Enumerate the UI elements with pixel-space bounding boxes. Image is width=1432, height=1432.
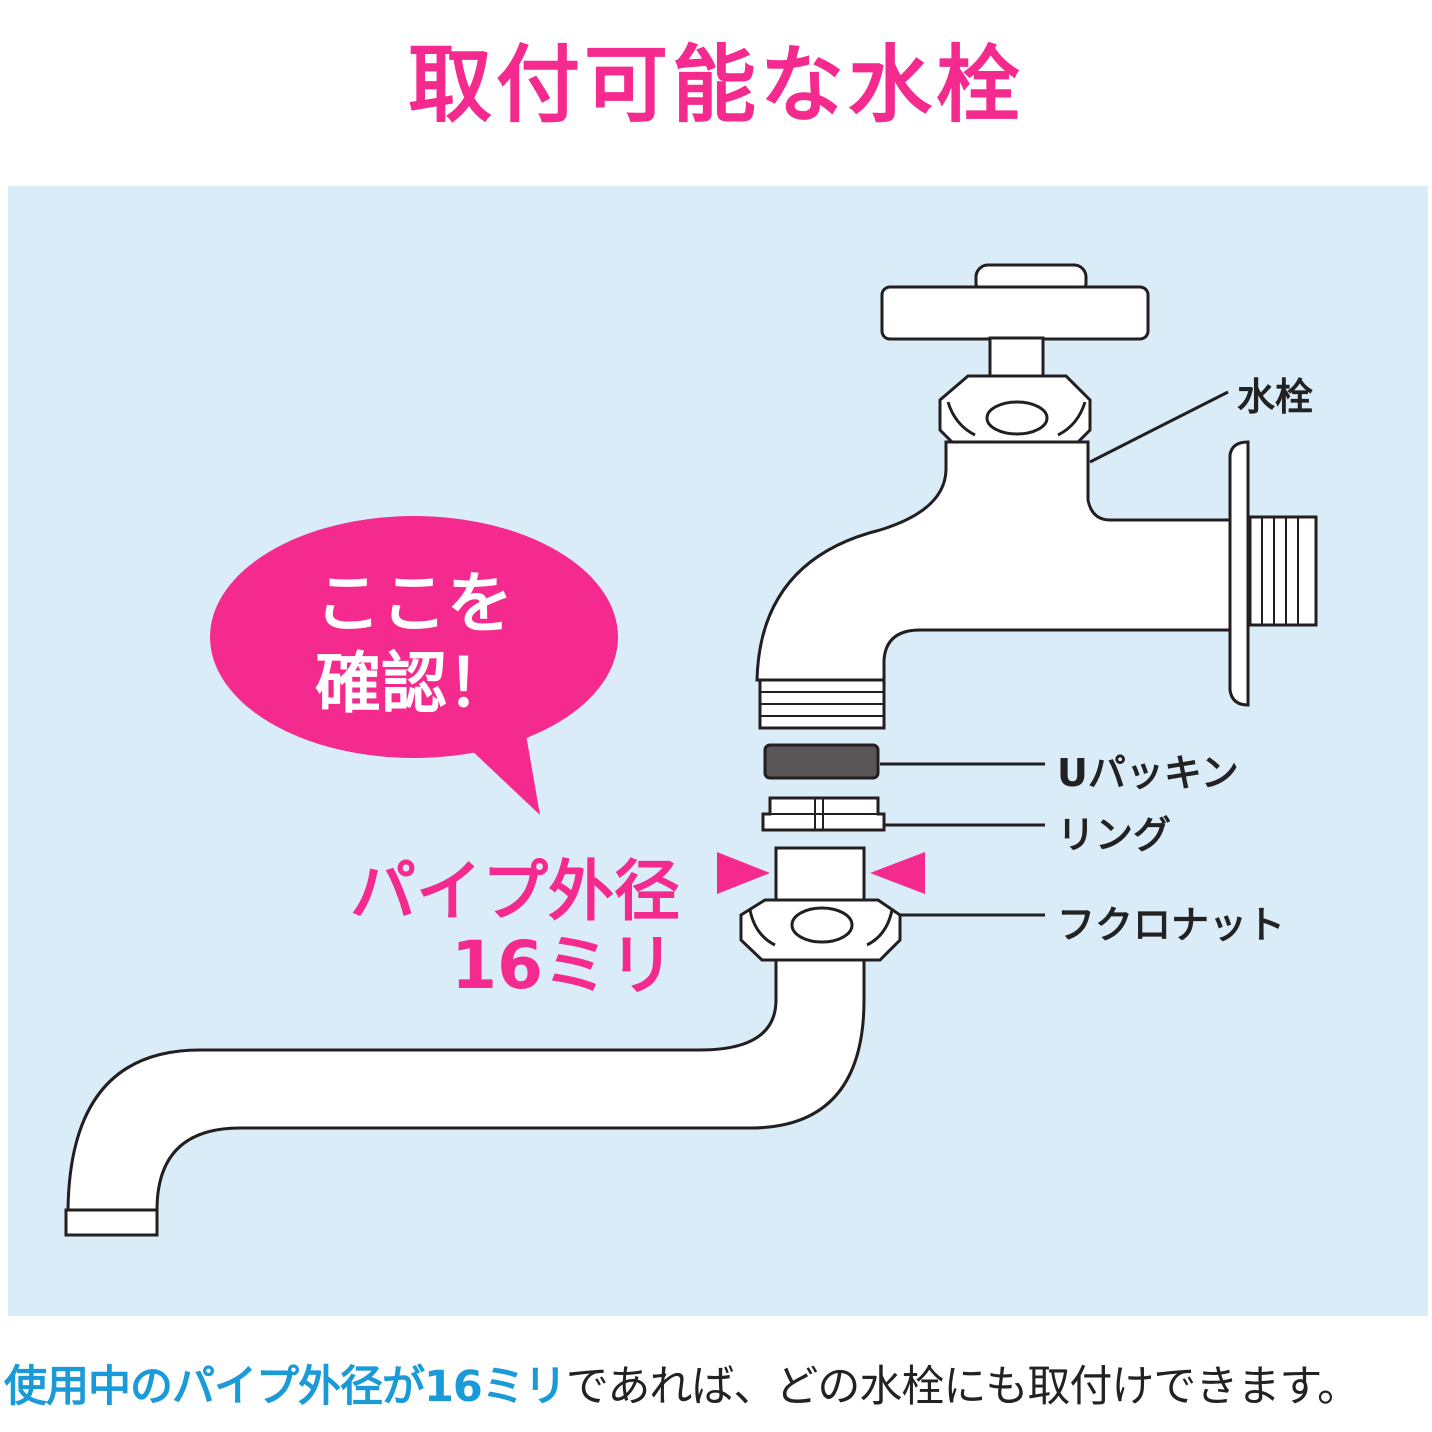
stem <box>988 336 1045 380</box>
handle <box>880 285 1150 341</box>
leader-lines <box>880 390 1229 917</box>
pipe-top <box>774 846 866 906</box>
arrow-left-icon <box>870 852 925 894</box>
u-packing <box>763 743 880 780</box>
bubble-line2: 確認！ <box>315 645 513 722</box>
label-faucet: 水栓 <box>1237 375 1314 419</box>
label-nut: フクロナット <box>1057 903 1286 947</box>
footer-rest: であれば、どの水栓にも取付けできます。 <box>565 1362 1360 1412</box>
label-ring: リング <box>1057 813 1172 857</box>
footer-highlight: 使用中のパイプ外径が16ミリ <box>4 1362 567 1412</box>
pipe-end-cap <box>64 1208 159 1237</box>
page-title: 取付可能な水栓 <box>407 36 1024 134</box>
wall-flange <box>1228 440 1250 707</box>
pipe-label-line1: パイプ外径 <box>350 853 680 930</box>
wall-thread <box>1248 515 1318 627</box>
faucet-body <box>755 440 1232 682</box>
speech-bubble <box>210 516 618 815</box>
footer-note: 使用中のパイプ外径が16ミリであれば、どの水栓にも取付けできます。 <box>4 1352 1360 1414</box>
bubble-line1: ここを <box>315 565 513 642</box>
arrow-right-icon <box>717 852 770 894</box>
label-u-packing: Uパッキン <box>1057 751 1239 795</box>
pipe-label-line2: 16ミリ <box>451 927 675 1004</box>
